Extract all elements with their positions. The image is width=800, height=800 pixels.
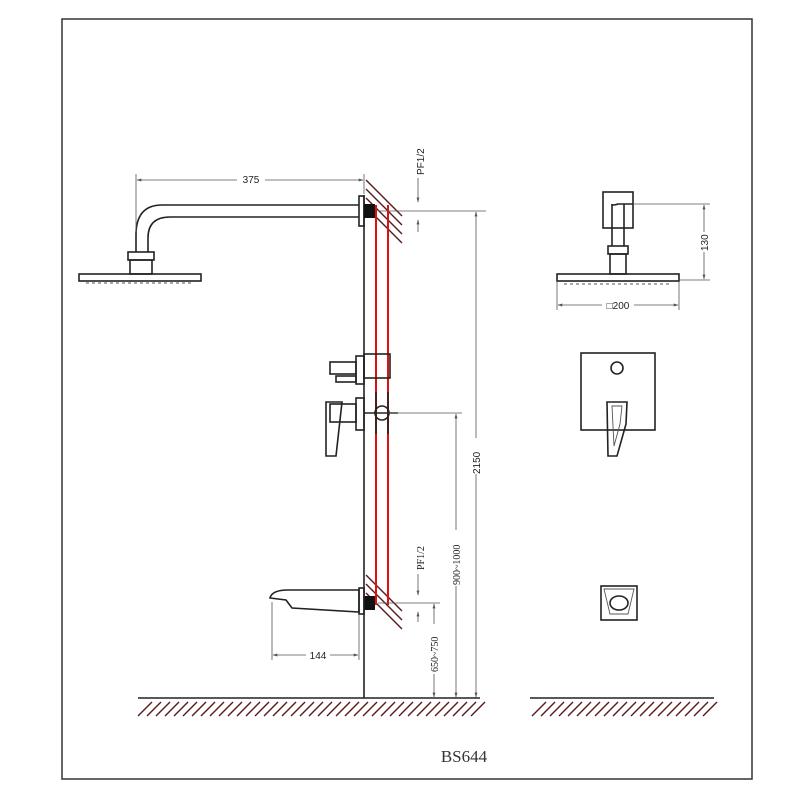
supply-pipes bbox=[376, 205, 388, 605]
mixer-lever bbox=[607, 402, 627, 456]
rain-shower-head bbox=[79, 274, 201, 281]
drawing-frame bbox=[62, 19, 752, 779]
diverter-knob bbox=[611, 362, 623, 374]
dim-spout-height: 650~750 bbox=[428, 604, 441, 697]
wall-hatch bbox=[366, 180, 402, 629]
inlet-bottom-label: PF1/2 bbox=[416, 546, 427, 570]
total-height-label: 2150 bbox=[472, 451, 483, 474]
side-elevation: 375 PF1/2 PF1/2 2150 900~1000 bbox=[79, 148, 486, 716]
dim-inlet-top: PF1/2 bbox=[378, 148, 486, 232]
head-arm-height-label: 130 bbox=[700, 234, 711, 251]
valve-trim-plate bbox=[581, 353, 655, 456]
tub-spout-side bbox=[270, 588, 375, 614]
floor-right bbox=[530, 698, 717, 716]
valve-height-label: 900~1000 bbox=[452, 545, 463, 585]
spout-length-label: 144 bbox=[310, 651, 327, 662]
floor-left bbox=[138, 698, 485, 716]
front-elevation: 130 □200 bbox=[530, 192, 717, 716]
head-size-label: □200 bbox=[607, 301, 630, 312]
spout-height-label: 650~750 bbox=[430, 637, 441, 672]
shower-arm bbox=[79, 196, 375, 283]
model-code: BS644 bbox=[441, 747, 488, 766]
dim-head-arm-height: 130 bbox=[634, 204, 711, 280]
inlet-top-label: PF1/2 bbox=[416, 148, 427, 175]
dim-total-height: 2150 bbox=[470, 212, 483, 697]
dim-head-size: □200 bbox=[557, 282, 679, 312]
dim-arm-length: 375 bbox=[136, 173, 364, 232]
tub-spout-front bbox=[601, 586, 637, 620]
dim-arm-length-label: 375 bbox=[243, 175, 260, 186]
shower-head-front bbox=[557, 192, 679, 284]
